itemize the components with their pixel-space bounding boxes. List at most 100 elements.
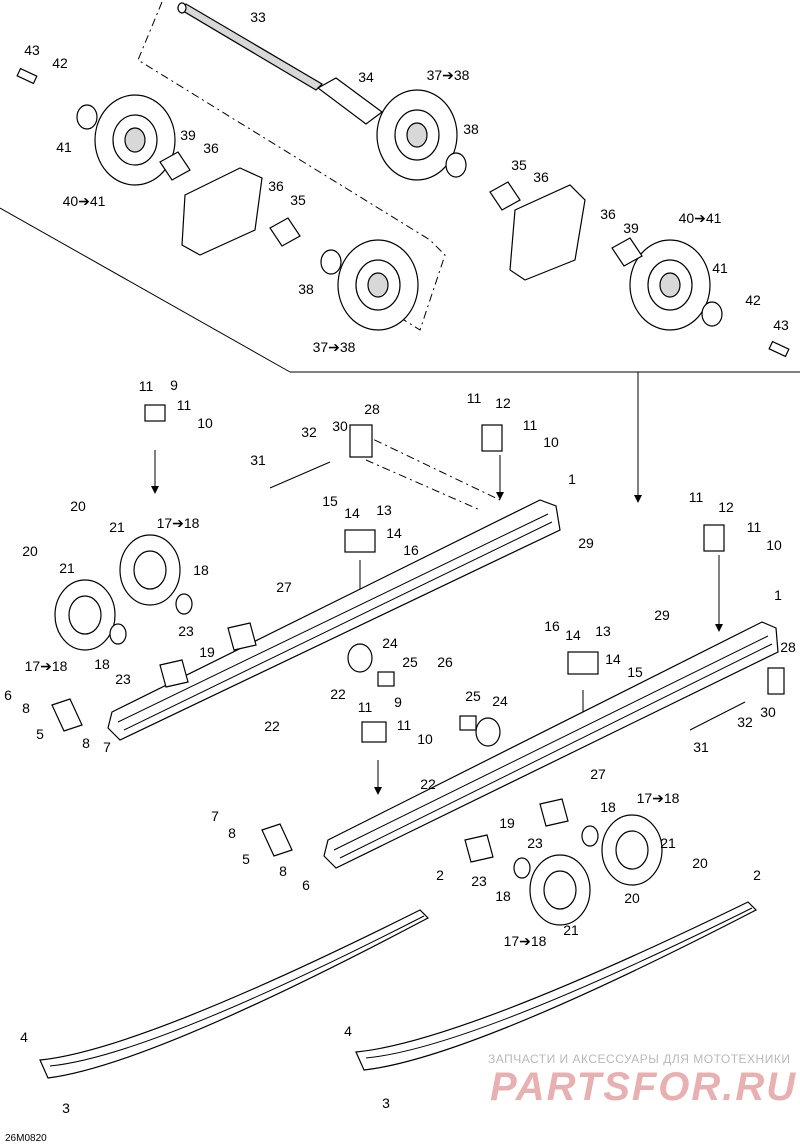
part-label: 28: [780, 639, 796, 655]
watermark-brand: PARTSFOR.RU: [490, 1065, 797, 1109]
part-label: 38: [463, 121, 479, 137]
part-label: 11: [747, 519, 762, 535]
part-label: 25: [402, 654, 418, 670]
part-label: 31: [693, 739, 709, 755]
part-label: 6: [302, 877, 310, 893]
part-label: 14: [565, 627, 581, 643]
part-label: 3: [62, 1100, 70, 1116]
part-label: 10: [766, 537, 782, 553]
part-label: 30: [332, 418, 348, 434]
part-label: 10: [197, 415, 213, 431]
part-label: 17➔18: [25, 658, 68, 674]
part-label: 23: [178, 623, 194, 639]
part-label: 10: [417, 731, 433, 747]
part-label: 19: [499, 815, 515, 831]
part-label: 43: [773, 317, 789, 333]
part-label: 20: [692, 855, 708, 871]
part-label: 11: [467, 390, 482, 406]
part-label: 2: [436, 867, 444, 883]
part-label: 21: [109, 519, 125, 535]
part-label: 12: [495, 395, 511, 411]
left-rail: [107, 499, 561, 741]
part-label: 37➔38: [313, 339, 356, 355]
part-label: 23: [115, 671, 131, 687]
part-label: 8: [82, 735, 90, 751]
part-label: 7: [211, 808, 219, 824]
part-label: 14: [386, 525, 402, 541]
part-label: 2: [753, 867, 761, 883]
part-label: 22: [420, 776, 436, 792]
mounting-brackets: [181, 167, 586, 281]
part-label: 29: [654, 607, 670, 623]
part-label: 5: [242, 851, 250, 867]
part-label: 29: [578, 535, 594, 551]
part-label: 11: [689, 489, 704, 505]
part-label: 26: [437, 654, 453, 670]
part-label: 11: [523, 417, 538, 433]
part-label: 17➔18: [637, 790, 680, 806]
part-label: 41: [56, 139, 72, 155]
part-label: 40➔41: [63, 193, 106, 209]
small-components: [51, 404, 785, 863]
part-label: 40➔41: [679, 210, 722, 226]
part-label: 11: [397, 717, 412, 733]
axle-shaft: [176, 2, 384, 125]
part-label: 14: [344, 505, 360, 521]
part-label: 21: [59, 560, 75, 576]
part-label: 42: [745, 292, 761, 308]
part-label: 18: [193, 562, 209, 578]
part-label: 15: [627, 664, 643, 680]
part-label: 33: [250, 9, 266, 25]
part-label: 16: [403, 542, 419, 558]
part-label: 35: [290, 192, 306, 208]
part-label: 22: [264, 718, 280, 734]
idler-wheels-top: [16, 67, 790, 358]
part-label: 32: [301, 424, 317, 440]
part-label: 24: [382, 635, 398, 651]
slides: [39, 901, 758, 1079]
part-label: 13: [376, 502, 392, 518]
part-label: 3: [382, 1095, 390, 1111]
part-label: 25: [465, 688, 481, 704]
part-label: 21: [563, 922, 579, 938]
part-label: 39: [623, 220, 639, 236]
part-label: 5: [36, 726, 44, 742]
part-label: 30: [760, 704, 776, 720]
part-label: 14: [605, 651, 621, 667]
part-label: 27: [590, 766, 606, 782]
diagram-code: 26M0820: [5, 1133, 47, 1144]
part-label: 7: [103, 739, 111, 755]
part-label: 28: [364, 401, 380, 417]
part-label: 11: [358, 699, 373, 715]
part-label: 18: [94, 656, 110, 672]
part-label: 12: [718, 499, 734, 515]
part-label: 1: [568, 471, 576, 487]
right-rail: [323, 621, 779, 869]
part-label: 6: [4, 687, 12, 703]
part-label: 43: [24, 42, 40, 58]
part-label: 22: [330, 686, 346, 702]
part-label: 32: [737, 714, 753, 730]
part-label: 4: [344, 1023, 352, 1039]
part-label: 31: [250, 452, 266, 468]
part-label: 24: [492, 693, 508, 709]
part-label: 9: [170, 377, 178, 393]
part-label: 18: [600, 799, 616, 815]
part-label: 36: [533, 169, 549, 185]
part-label: 18: [495, 888, 511, 904]
part-label: 10: [543, 434, 559, 450]
part-label: 21: [660, 835, 676, 851]
part-label: 36: [203, 140, 219, 156]
part-label: 17➔18: [157, 515, 200, 531]
part-label: 11: [177, 397, 192, 413]
part-label: 41: [712, 260, 728, 276]
part-label: 37➔38: [427, 67, 470, 83]
part-label: 8: [228, 825, 236, 841]
part-label: 13: [595, 623, 611, 639]
part-label: 36: [600, 206, 616, 222]
part-label: 39: [180, 127, 196, 143]
part-label: 17➔18: [504, 933, 547, 949]
part-label: 9: [394, 694, 402, 710]
